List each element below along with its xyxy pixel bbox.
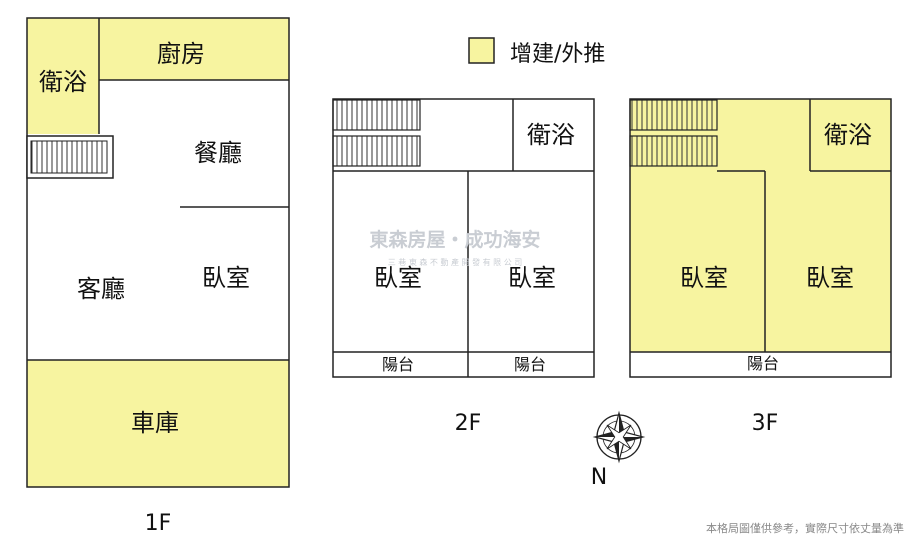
footer-note: 本格局圖僅供參考，實際尺寸依丈量為準 <box>706 521 904 535</box>
2f-balcony-right-label: 陽台 <box>514 355 546 374</box>
legend: 增建/外推 <box>468 37 605 67</box>
2f-balcony-left-label: 陽台 <box>382 355 414 374</box>
2f-bath-label: 衛浴 <box>527 121 575 149</box>
3f-bedroom-right-label: 臥室 <box>806 264 854 292</box>
3f-bedroom-left-label: 臥室 <box>680 264 728 292</box>
1f-garage-addition <box>27 360 289 487</box>
legend-label: 增建/外推 <box>510 42 605 67</box>
1f-bath-label: 衛浴 <box>39 68 87 96</box>
floor-1f: 衛浴 廚房 餐廳 客廳 臥室 車庫 1F <box>26 17 290 536</box>
2f-caption: 2F <box>455 411 482 436</box>
watermark-title: 東森房屋・成功海安 <box>369 228 540 251</box>
1f-kitchen-addition <box>99 18 289 80</box>
2f-stairs <box>332 99 421 167</box>
1f-living-label: 客廳 <box>77 275 125 303</box>
3f-outer-wall <box>629 98 892 378</box>
1f-kitchen-label: 廚房 <box>157 40 205 68</box>
1f-garage-label: 車庫 <box>131 409 179 437</box>
3f-bath-label: 衛浴 <box>824 121 872 149</box>
floor-3f: 衛浴 臥室 臥室 陽台 3F <box>629 98 892 436</box>
floor-2f: 衛浴 臥室 臥室 陽台 陽台 2F <box>332 98 595 436</box>
1f-stairs <box>26 135 114 179</box>
1f-dining-label: 餐廳 <box>194 139 242 167</box>
watermark: 東森房屋・成功海安 三 巷 東 森 不 動 產 開 發 有 限 公 司 <box>369 228 540 267</box>
3f-balcony-label: 陽台 <box>747 354 779 373</box>
1f-bedroom-label: 臥室 <box>202 264 250 292</box>
1f-bath-addition <box>27 18 99 134</box>
2f-bedroom-left-label: 臥室 <box>374 264 422 292</box>
compass-north-label: N <box>591 465 607 490</box>
1f-outer-wall <box>26 17 290 488</box>
3f-stairs <box>629 99 718 167</box>
watermark-subtitle: 三 巷 東 森 不 動 產 開 發 有 限 公 司 <box>388 257 523 267</box>
1f-caption: 1F <box>145 511 172 536</box>
legend-swatch <box>468 37 495 64</box>
compass-rose-icon <box>592 410 646 464</box>
2f-bedroom-right-label: 臥室 <box>508 264 556 292</box>
3f-caption: 3F <box>752 411 779 436</box>
